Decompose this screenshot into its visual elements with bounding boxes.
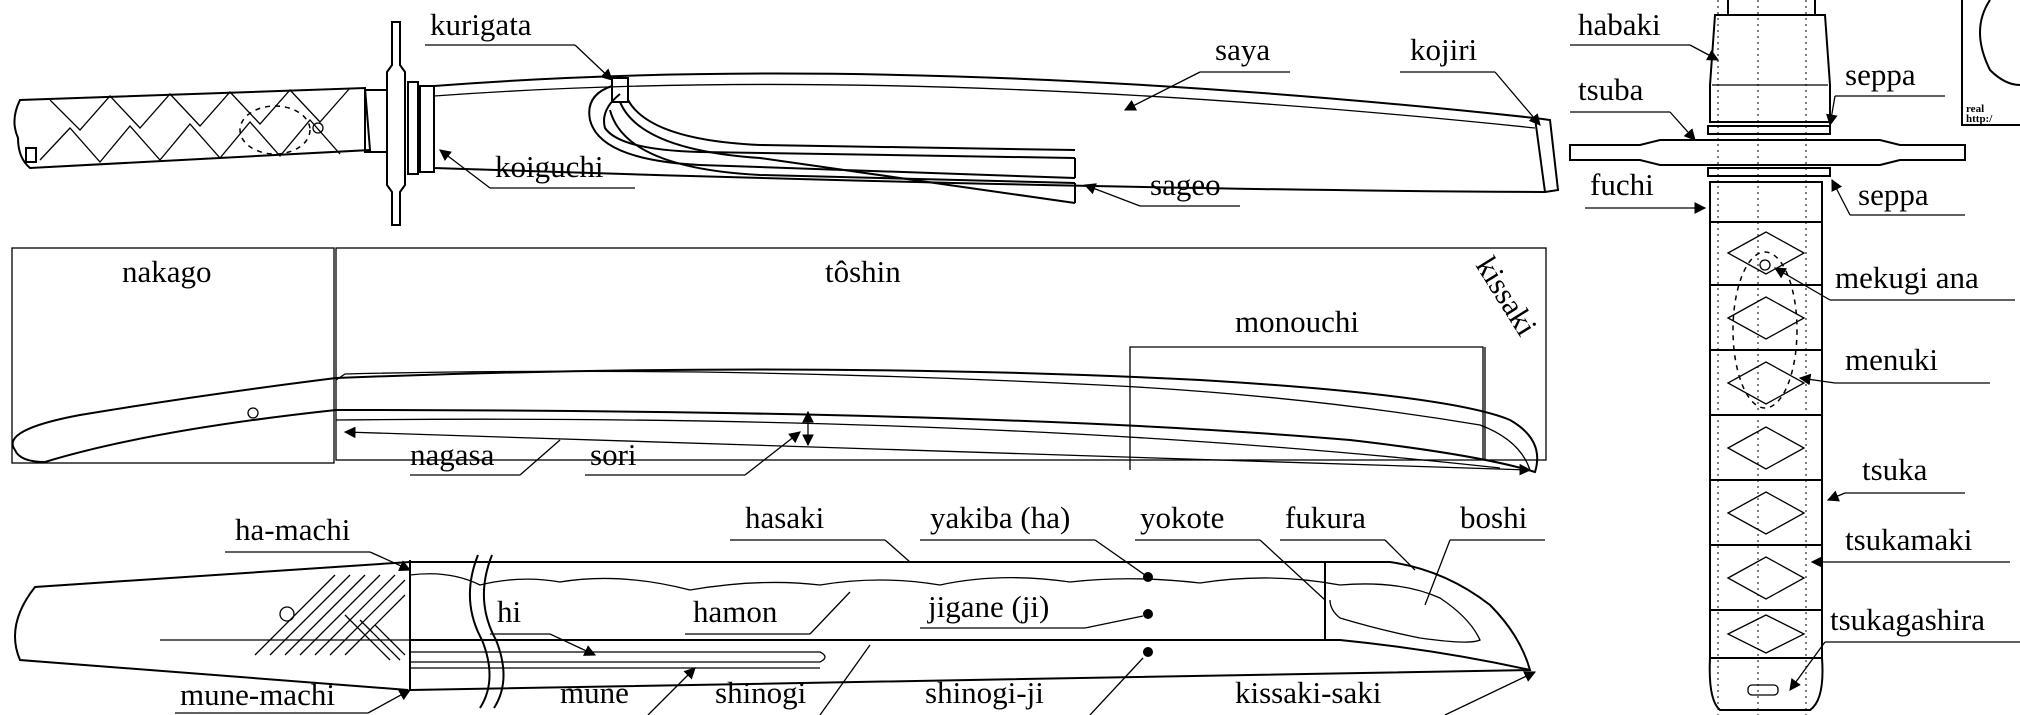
label-fukura: fukura <box>1280 500 1416 571</box>
label-nagasa: nagasa <box>410 437 561 476</box>
label-mekugi-ana: mekugi ana <box>1773 260 2015 301</box>
svg-text:seppa: seppa <box>1858 177 1929 212</box>
blade-detail-illustration <box>14 554 1532 709</box>
svg-text:nakago: nakago <box>122 254 212 289</box>
svg-text:tsuka: tsuka <box>1862 452 1928 487</box>
svg-text:habaki: habaki <box>1578 7 1661 42</box>
svg-text:seppa: seppa <box>1845 57 1916 92</box>
svg-text:sori: sori <box>590 437 637 472</box>
svg-text:http:/: http:/ <box>1966 113 1993 125</box>
svg-text:mekugi ana: mekugi ana <box>1835 260 1979 295</box>
label-sori: sori <box>585 431 801 476</box>
svg-text:kurigata: kurigata <box>430 7 532 42</box>
svg-text:koiguchi: koiguchi <box>495 149 604 184</box>
label-fuchi: fuchi <box>1585 167 1707 214</box>
label-mune-machi: mune-machi <box>175 677 412 714</box>
label-kissaki: kissaki <box>1469 250 1545 342</box>
svg-text:ha-machi: ha-machi <box>235 512 351 547</box>
label-kurigata: kurigata <box>425 7 613 81</box>
label-yakiba: yakiba (ha) <box>920 500 1146 576</box>
svg-text:jigane (ji): jigane (ji) <box>927 589 1049 624</box>
label-tsuba: tsuba <box>1570 72 1696 141</box>
label-monouchi: monouchi <box>1235 304 1359 339</box>
koshirae-vertical-illustration <box>1569 0 2020 715</box>
label-hi: hi <box>490 594 597 656</box>
svg-text:hasaki: hasaki <box>745 500 825 535</box>
label-boshi: boshi <box>1424 500 1545 606</box>
label-koiguchi: koiguchi <box>439 149 635 189</box>
svg-text:shinogi-ji: shinogi-ji <box>925 675 1044 710</box>
label-shinogi-ji: shinogi-ji <box>925 657 1144 715</box>
label-shinogi: shinogi <box>715 644 871 715</box>
svg-text:hi: hi <box>497 594 522 629</box>
svg-text:shinogi: shinogi <box>715 675 807 710</box>
label-tsukamaki: tsukamaki <box>1810 522 2010 568</box>
svg-text:saya: saya <box>1215 32 1270 67</box>
label-ha-machi: ha-machi <box>225 512 412 572</box>
label-yokote: yokote <box>1135 500 1326 601</box>
svg-text:tsukamaki: tsukamaki <box>1845 522 1973 557</box>
svg-text:mune-machi: mune-machi <box>180 677 335 712</box>
svg-text:real: real <box>1966 103 1984 115</box>
svg-text:menuki: menuki <box>1845 342 1938 377</box>
svg-text:yakiba (ha): yakiba (ha) <box>930 500 1070 535</box>
svg-text:sageo: sageo <box>1150 167 1221 202</box>
svg-text:yokote: yokote <box>1140 500 1224 535</box>
svg-text:monouchi: monouchi <box>1235 304 1359 339</box>
label-tsuka: tsuka <box>1826 452 1965 502</box>
label-hamon: hamon <box>685 591 851 635</box>
svg-text:kissaki-saki: kissaki-saki <box>1235 675 1382 710</box>
label-menuki: menuki <box>1798 342 1990 386</box>
label-nakago: nakago <box>122 254 212 289</box>
label-toshin: tôshin <box>825 254 901 289</box>
svg-text:fuchi: fuchi <box>1590 167 1654 202</box>
label-kissaki-saki: kissaki-saki <box>1235 671 1537 715</box>
sword-in-saya-illustration <box>13 21 1560 226</box>
corner-text: real http:/ <box>1966 103 1993 125</box>
label-seppa-bottom: seppa <box>1831 177 1965 216</box>
label-sageo: sageo <box>1083 167 1240 207</box>
svg-text:kissaki: kissaki <box>1469 250 1545 342</box>
label-hasaki: hasaki <box>730 500 911 563</box>
label-saya: saya <box>1123 32 1290 111</box>
label-jigane: jigane (ji) <box>920 589 1144 629</box>
svg-text:tsuba: tsuba <box>1578 72 1644 107</box>
svg-text:tôshin: tôshin <box>825 254 901 289</box>
svg-text:kojiri: kojiri <box>1410 32 1478 67</box>
label-seppa-top: seppa <box>1826 57 1945 127</box>
label-kojiri: kojiri <box>1400 32 1541 126</box>
svg-text:boshi: boshi <box>1460 500 1528 535</box>
label-habaki: habaki <box>1570 7 1720 61</box>
blade-profile-illustration <box>11 247 1547 476</box>
svg-text:hamon: hamon <box>693 594 778 629</box>
svg-text:nagasa: nagasa <box>410 437 495 472</box>
label-tsukagashira: tsukagashira <box>1789 602 2020 691</box>
svg-text:tsukagashira: tsukagashira <box>1830 602 1985 637</box>
label-mune: mune <box>560 667 696 715</box>
svg-text:mune: mune <box>560 675 629 710</box>
svg-text:fukura: fukura <box>1285 500 1366 535</box>
